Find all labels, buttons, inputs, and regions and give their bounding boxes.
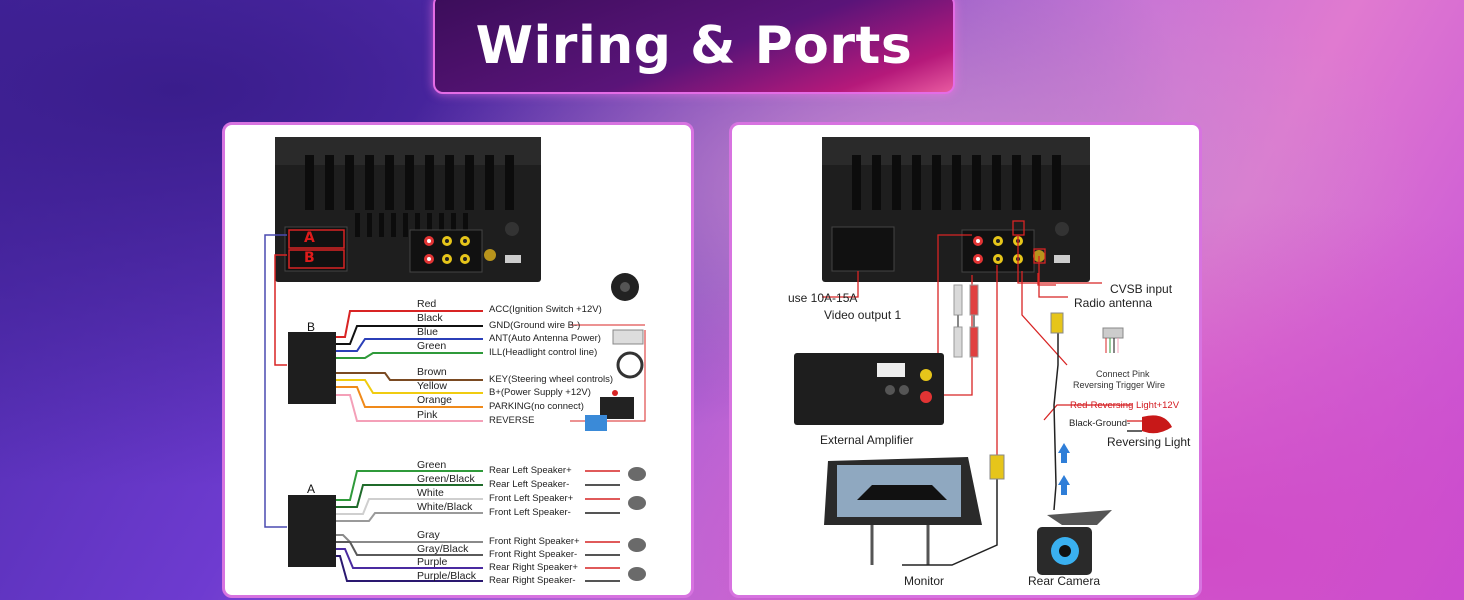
wire-color-label: Purple [417,556,448,568]
monitor-image [824,457,982,565]
wire-color-label: White/Black [417,501,473,513]
title-banner: Wiring & Ports [433,0,955,94]
wire-color-label: Blue [417,326,439,338]
wire-function-label: ANT(Auto Antenna Power) [489,333,601,344]
port-b-label: B [304,250,315,266]
wire-function-label: Rear Left Speaker+ [489,465,572,476]
reversing-light-icon [1127,415,1172,434]
wire-color-label: Pink [417,409,438,421]
cvbs-input-label: CVSB input [1110,282,1173,296]
page-title: Wiring & Ports [475,16,913,76]
fuse-rating-label: use 10A-15A [788,291,858,305]
rca-plug-yellow [1050,312,1064,334]
wire-function-label: PARKING(no connect) [489,401,584,412]
trigger-wire-connector-icon [1102,327,1124,353]
rear-camera-image [1037,510,1112,575]
rca-ports [409,222,521,273]
wire-color-label: Gray [417,529,440,541]
wire-color-label: Black [417,312,443,324]
wire-function-label: Rear Left Speaker- [489,479,570,490]
wire-color-label: White [417,487,444,499]
arrow-icons [1058,443,1070,495]
video-output-label: Video output 1 [824,308,902,322]
wire-function-label: ILL(Headlight control line) [489,347,598,358]
wire-color-label: Green [417,459,447,471]
wire-function-label: GND(Ground wire B-) [489,320,581,331]
wire-color-label: Yellow [417,380,447,392]
external-amplifier-label: External Amplifier [820,433,914,447]
connect-pink-label: Connect Pink [1096,369,1150,379]
connector-b [288,332,336,404]
ports-diagram [794,137,1172,575]
wire-function-label: Front Right Speaker- [489,549,578,560]
reversing-trigger-label: Reversing Trigger Wire [1073,380,1166,390]
rear-camera-label: Rear Camera [1028,574,1101,588]
port-a-label: A [304,230,315,246]
head-unit-rear [275,137,541,282]
wire-color-label: Brown [417,366,447,378]
red-reversing-light-label: Red-Reversing Light+12V [1070,400,1180,411]
connector-b-label: B [307,320,316,334]
wire-function-label: KEY(Steering wheel controls) [489,374,614,385]
wire-function-label: Front Right Speaker+ [489,536,580,547]
wire-function-label: Front Left Speaker- [489,507,571,518]
video-rca-plugs [953,284,979,358]
wire-function-label: Rear Right Speaker- [489,575,576,586]
connector-a [288,495,336,567]
black-ground-label: Black-Ground- [1069,418,1131,429]
radio-antenna-label: Radio antenna [1074,296,1153,310]
wire-function-label: ACC(Ignition Switch +12V) [489,304,602,315]
wire-function-label: REVERSE [489,415,535,426]
wire-color-label: Orange [417,394,453,406]
wire-color-label: Purple/Black [417,570,476,582]
accessory-icons [570,273,646,431]
head-unit-rear [822,137,1090,282]
wire-function-label: Front Left Speaker+ [489,493,574,504]
ports-panel: CVSB input Radio antenna use 10A-15A Vid… [729,122,1202,598]
wire-color-label: Gray/Black [417,543,469,555]
harness-diagram [264,137,646,582]
wiring-harness-panel: A B B A Red ACC(Ignition Switch +12V) Bl… [222,122,694,598]
reversing-light-label: Reversing Light [1107,435,1191,449]
monitor-label: Monitor [904,574,945,588]
speaker-icons [628,467,646,581]
wire-color-label: Green/Black [417,473,475,485]
wire-color-label: Red [417,298,437,310]
connector-a-label: A [307,482,316,496]
wire-function-label: Rear Right Speaker+ [489,562,578,573]
amplifier-image [794,353,944,425]
wire-color-label: Green [417,340,447,352]
rca-plug-yellow [989,454,1005,480]
wire-function-label: B+(Power Supply +12V) [489,387,591,398]
